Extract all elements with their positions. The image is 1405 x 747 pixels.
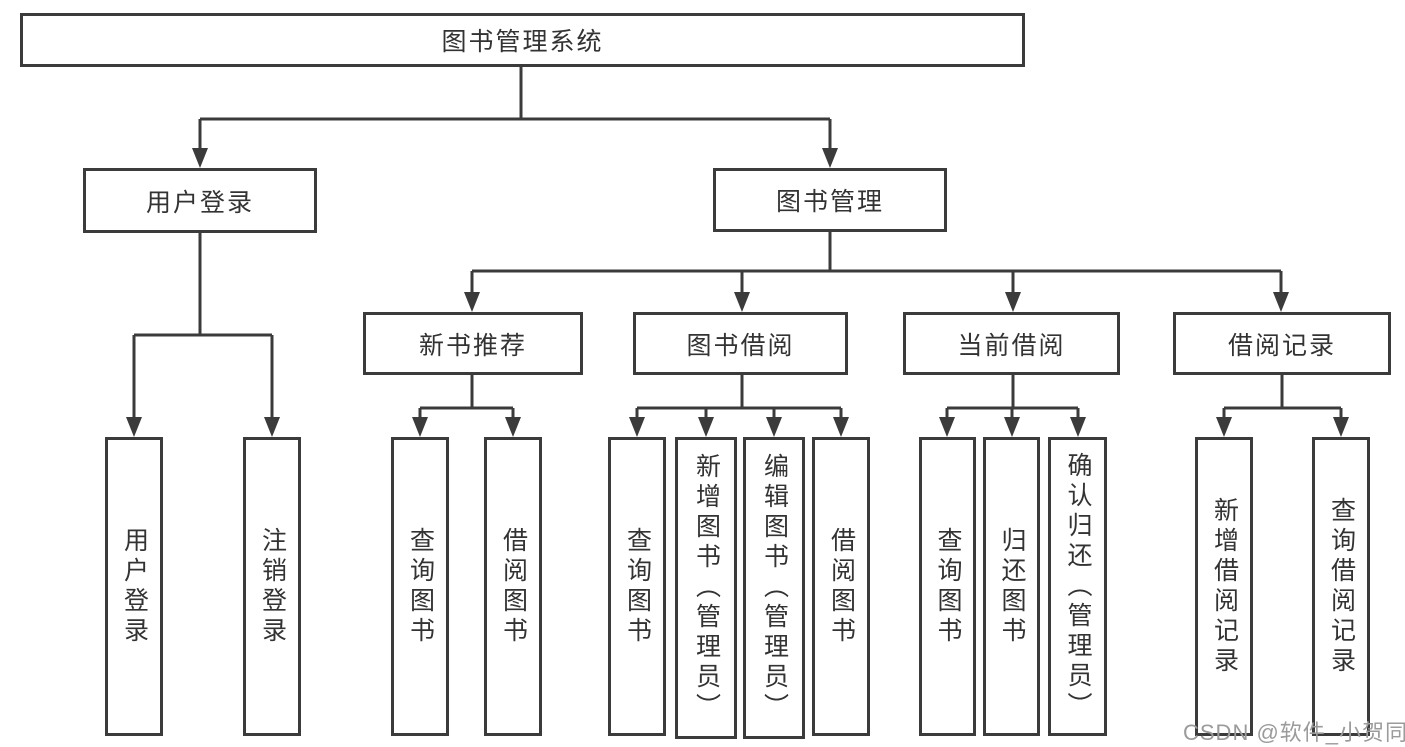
leaf-add-book-admin-label: 新增图书（管理员） (692, 453, 721, 723)
node-current-borrowing-label: 当前借阅 (957, 331, 1066, 360)
leaf-edit-book-admin-label: 编辑图书（管理员） (760, 453, 789, 723)
leaf-borrow-books-label: 借阅图书 (827, 526, 856, 647)
leaf-logout-label: 注销登录 (258, 526, 287, 647)
leaf-query-books-recommend-label: 查询图书 (406, 526, 435, 647)
connector-book-borrowing-to-leaves (629, 374, 849, 437)
node-root: 图书管理系统 (20, 13, 1025, 67)
leaf-borrow-books-recommend-label: 借阅图书 (499, 526, 528, 647)
leaf-add-borrow-record: 新增借阅记录 (1195, 437, 1253, 736)
leaf-logout: 注销登录 (243, 437, 301, 736)
leaf-add-borrow-record-label: 新增借阅记录 (1210, 496, 1239, 677)
node-borrowing-records-label: 借阅记录 (1227, 331, 1336, 360)
leaf-return-books-label: 归还图书 (998, 526, 1026, 647)
node-borrowing-records: 借阅记录 (1173, 312, 1391, 375)
watermark: CSDN @软件_小贺同学 (1183, 720, 1405, 745)
node-book-borrowing: 图书借阅 (633, 312, 848, 375)
leaf-query-books-current-label: 查询图书 (934, 526, 962, 647)
connector-borrowing-records-to-leaves (1216, 374, 1349, 437)
connector-book-management-to-level3 (464, 231, 1289, 312)
leaf-query-borrow-record: 查询借阅记录 (1312, 437, 1370, 736)
leaf-borrow-books: 借阅图书 (812, 437, 870, 736)
leaf-query-books-current: 查询图书 (919, 437, 976, 736)
leaf-confirm-return-admin: 确认归还（管理员） (1048, 437, 1107, 736)
connector-user-login-to-leaves (126, 232, 280, 437)
leaf-query-borrow-record-label: 查询借阅记录 (1327, 496, 1356, 677)
leaf-user-login: 用户登录 (105, 437, 163, 736)
leaf-query-books-recommend: 查询图书 (391, 437, 449, 736)
node-root-label: 图书管理系统 (441, 28, 604, 56)
leaf-borrow-books-recommend: 借阅图书 (484, 437, 542, 736)
leaf-return-books: 归还图书 (983, 437, 1040, 736)
leaf-add-book-admin: 新增图书（管理员） (675, 437, 737, 739)
connector-current-borrowing-to-leaves (939, 374, 1086, 437)
leaf-confirm-return-admin-label: 确认归还（管理员） (1064, 451, 1092, 722)
leaf-user-login-label: 用户登录 (120, 526, 149, 647)
leaf-edit-book-admin: 编辑图书（管理员） (743, 437, 805, 739)
node-book-borrowing-label: 图书借阅 (686, 331, 795, 360)
leaf-query-books-borrowing: 查询图书 (608, 437, 666, 736)
leaf-query-books-borrowing-label: 查询图书 (623, 526, 652, 647)
node-book-management-label: 图书管理 (775, 188, 884, 216)
node-user-login-label: 用户登录 (145, 188, 254, 217)
connector-root-to-level2 (192, 66, 838, 168)
node-current-borrowing: 当前借阅 (903, 312, 1120, 375)
node-new-book-recommend-label: 新书推荐 (418, 331, 527, 360)
node-new-book-recommend: 新书推荐 (363, 312, 583, 375)
node-user-login: 用户登录 (83, 168, 317, 233)
connector-new-book-recommend-to-leaves (412, 374, 521, 437)
node-book-management: 图书管理 (713, 168, 947, 232)
